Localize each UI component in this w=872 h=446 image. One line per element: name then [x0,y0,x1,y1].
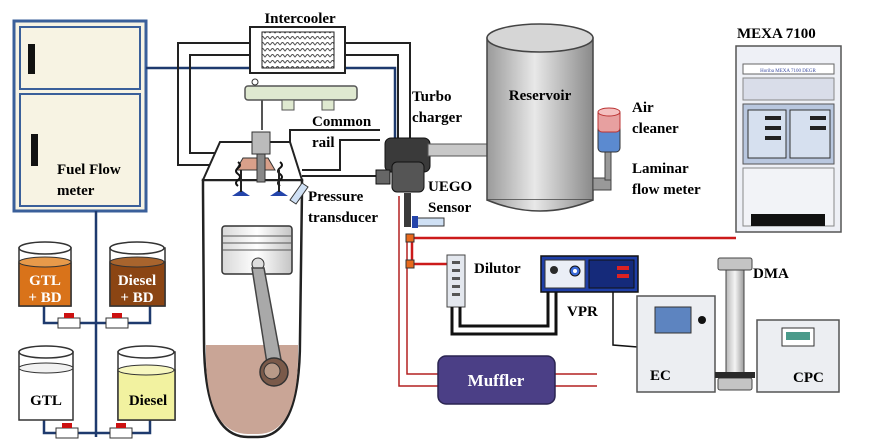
intercooler-label: Intercooler [264,11,336,27]
common-rail-label-1: Common [312,114,372,130]
air-cleaner: Air cleaner Laminar flow meter [592,100,701,198]
tank-gtl-bd: GTL + BD [18,241,72,307]
tank-diesel-bd-label-2: + BD [120,290,153,306]
ec-label: EC [650,368,671,384]
common-rail-label-2: rail [312,135,335,151]
muffler: Muffler [437,355,556,405]
tank-gtl: GTL [18,345,74,421]
manifold-pipes [289,129,380,177]
reservoir: Reservoir [486,23,594,212]
uego-label-2: Sensor [428,200,472,216]
reservoir-label: Reservoir [509,88,572,104]
tank-diesel-bd-label-1: Diesel [118,273,156,289]
fuel-lines [42,66,397,437]
vpr: VPR [540,255,705,356]
mexa-panel-header: Horiba MEXA 7100 DEGR [760,69,816,74]
fuel-flow-meter: Fuel Flow meter [12,19,148,213]
dilutor: Dilutor [446,254,558,336]
uego-sensor: UEGO Sensor [404,179,472,228]
fuel-valves [55,313,133,439]
tank-gtl-bd-label-2: + BD [28,290,61,306]
dma-column: DMA [715,257,789,391]
fuel-flow-meter-label-2: meter [57,183,95,199]
vpr-label: VPR [567,304,598,320]
pressure-label-1: Pressure [308,189,364,205]
piston [221,225,293,387]
door-handle-upper [28,44,35,74]
intake-pipe [177,42,411,166]
common-rail: Common rail [244,78,372,151]
tank-diesel-label: Diesel [129,393,167,409]
turbo-label-1: Turbo [412,89,451,105]
pressure-transducer-label: Pressure transducer [308,189,378,226]
tank-diesel-bd: Diesel + BD [109,241,166,307]
cpc-label: CPC [793,370,824,386]
intercooler: Intercooler [249,11,346,74]
air-cleaner-label-2: cleaner [632,121,679,137]
dilutor-label: Dilutor [474,261,521,277]
turbo-label-2: charger [412,110,462,126]
air-cleaner-label-1: Air [632,100,654,116]
mexa-analyzer: MEXA 7100 Horiba MEXA 7100 DEGR [735,26,842,233]
tank-gtl-bd-label-1: GTL [29,273,61,289]
laminar-label-1: Laminar [632,161,689,177]
laminar-label-2: flow meter [632,182,701,198]
mexa-label: MEXA 7100 [737,26,816,42]
door-handle-lower [31,134,38,166]
dma-label: DMA [753,266,789,282]
tank-gtl-label: GTL [30,393,62,409]
fuel-flow-meter-label-1: Fuel Flow [57,162,121,178]
muffler-label: Muffler [468,371,525,390]
uego-label-1: UEGO [428,179,472,195]
pressure-label-2: transducer [308,210,378,226]
electrostatic-classifier: EC [636,295,716,393]
sample-lines [398,196,736,387]
cpc: CPC [756,319,840,393]
tank-diesel: Diesel [117,345,176,421]
